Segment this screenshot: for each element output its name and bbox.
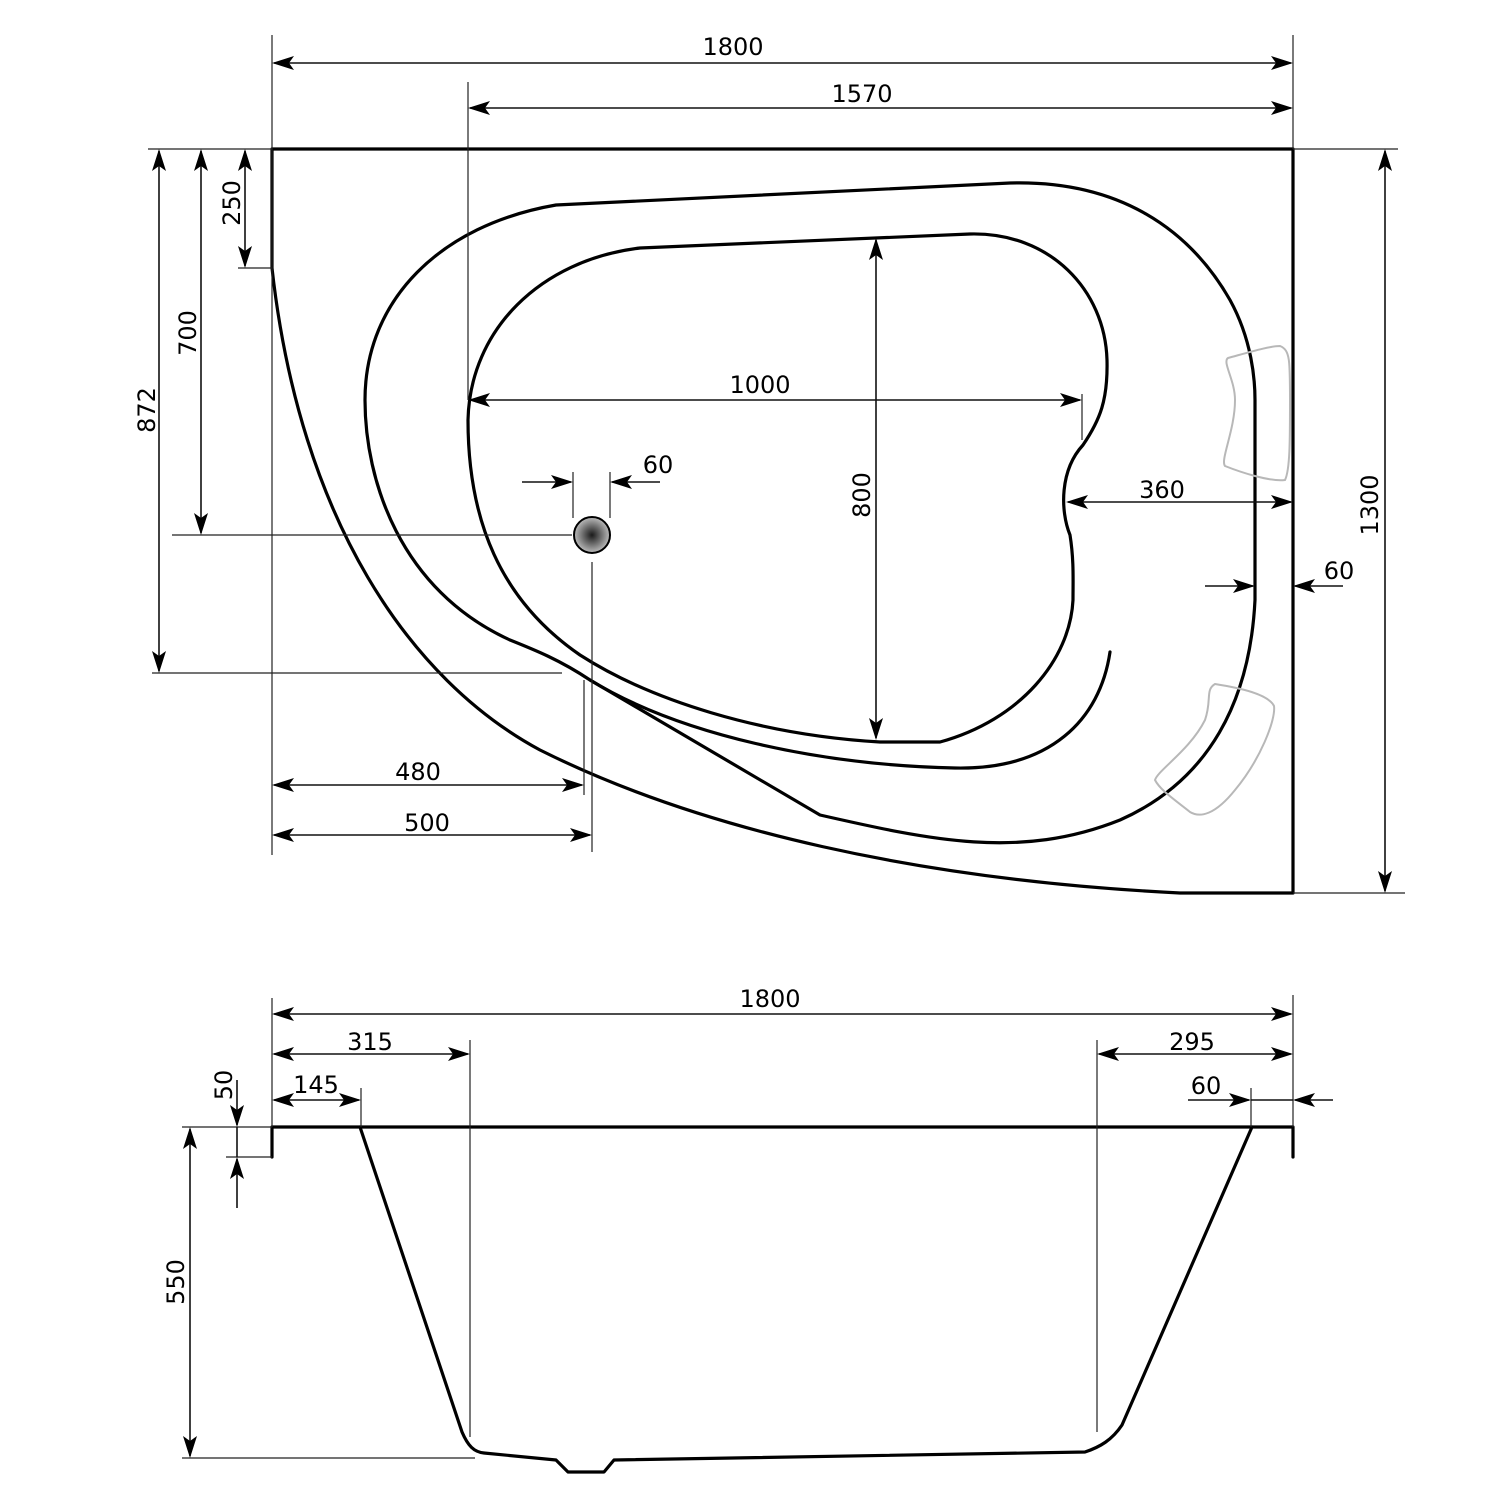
headrest-lower-icon [1153, 682, 1276, 816]
dim-right-rim: 60 [1191, 1072, 1222, 1100]
drain-icon [573, 516, 611, 554]
dim-curve-transition-from-left: 480 [395, 758, 441, 786]
side-view: 1800 315 145 295 60 50 550 [162, 985, 1333, 1474]
dim-side-overall-length: 1800 [739, 985, 800, 1013]
basin-outline [466, 232, 1109, 744]
dim-right-slope-top: 295 [1169, 1028, 1215, 1056]
dim-basin-to-right-edge: 360 [1139, 476, 1185, 504]
dim-curve-transition-from-top: 872 [133, 387, 161, 433]
dim-left-straight-edge: 250 [218, 180, 246, 226]
dim-length-from-inner-edge: 1570 [831, 80, 892, 108]
dim-overall-width: 1300 [1356, 474, 1384, 535]
dim-overall-length: 1800 [702, 33, 763, 61]
top-view: 1800 1570 1300 250 700 872 1000 800 60 3… [133, 33, 1405, 895]
dim-drain-from-top: 700 [174, 310, 202, 356]
dim-left-slope-top: 315 [347, 1028, 393, 1056]
inner-rim [588, 650, 1112, 770]
outer-shell-outline [270, 147, 1295, 895]
dim-lip-height: 50 [210, 1070, 238, 1101]
dim-drain-from-left: 500 [404, 809, 450, 837]
dim-overall-height: 550 [162, 1259, 190, 1305]
dim-basin-width: 800 [848, 472, 876, 518]
side-profile-outline [270, 1125, 1295, 1474]
dim-right-rim-width: 60 [1324, 557, 1355, 585]
outer-rim [363, 181, 1257, 845]
dim-basin-length: 1000 [729, 371, 790, 399]
dim-left-rim: 145 [293, 1071, 339, 1099]
dim-drain-diameter: 60 [643, 451, 674, 479]
headrest-upper-icon [1223, 344, 1291, 482]
